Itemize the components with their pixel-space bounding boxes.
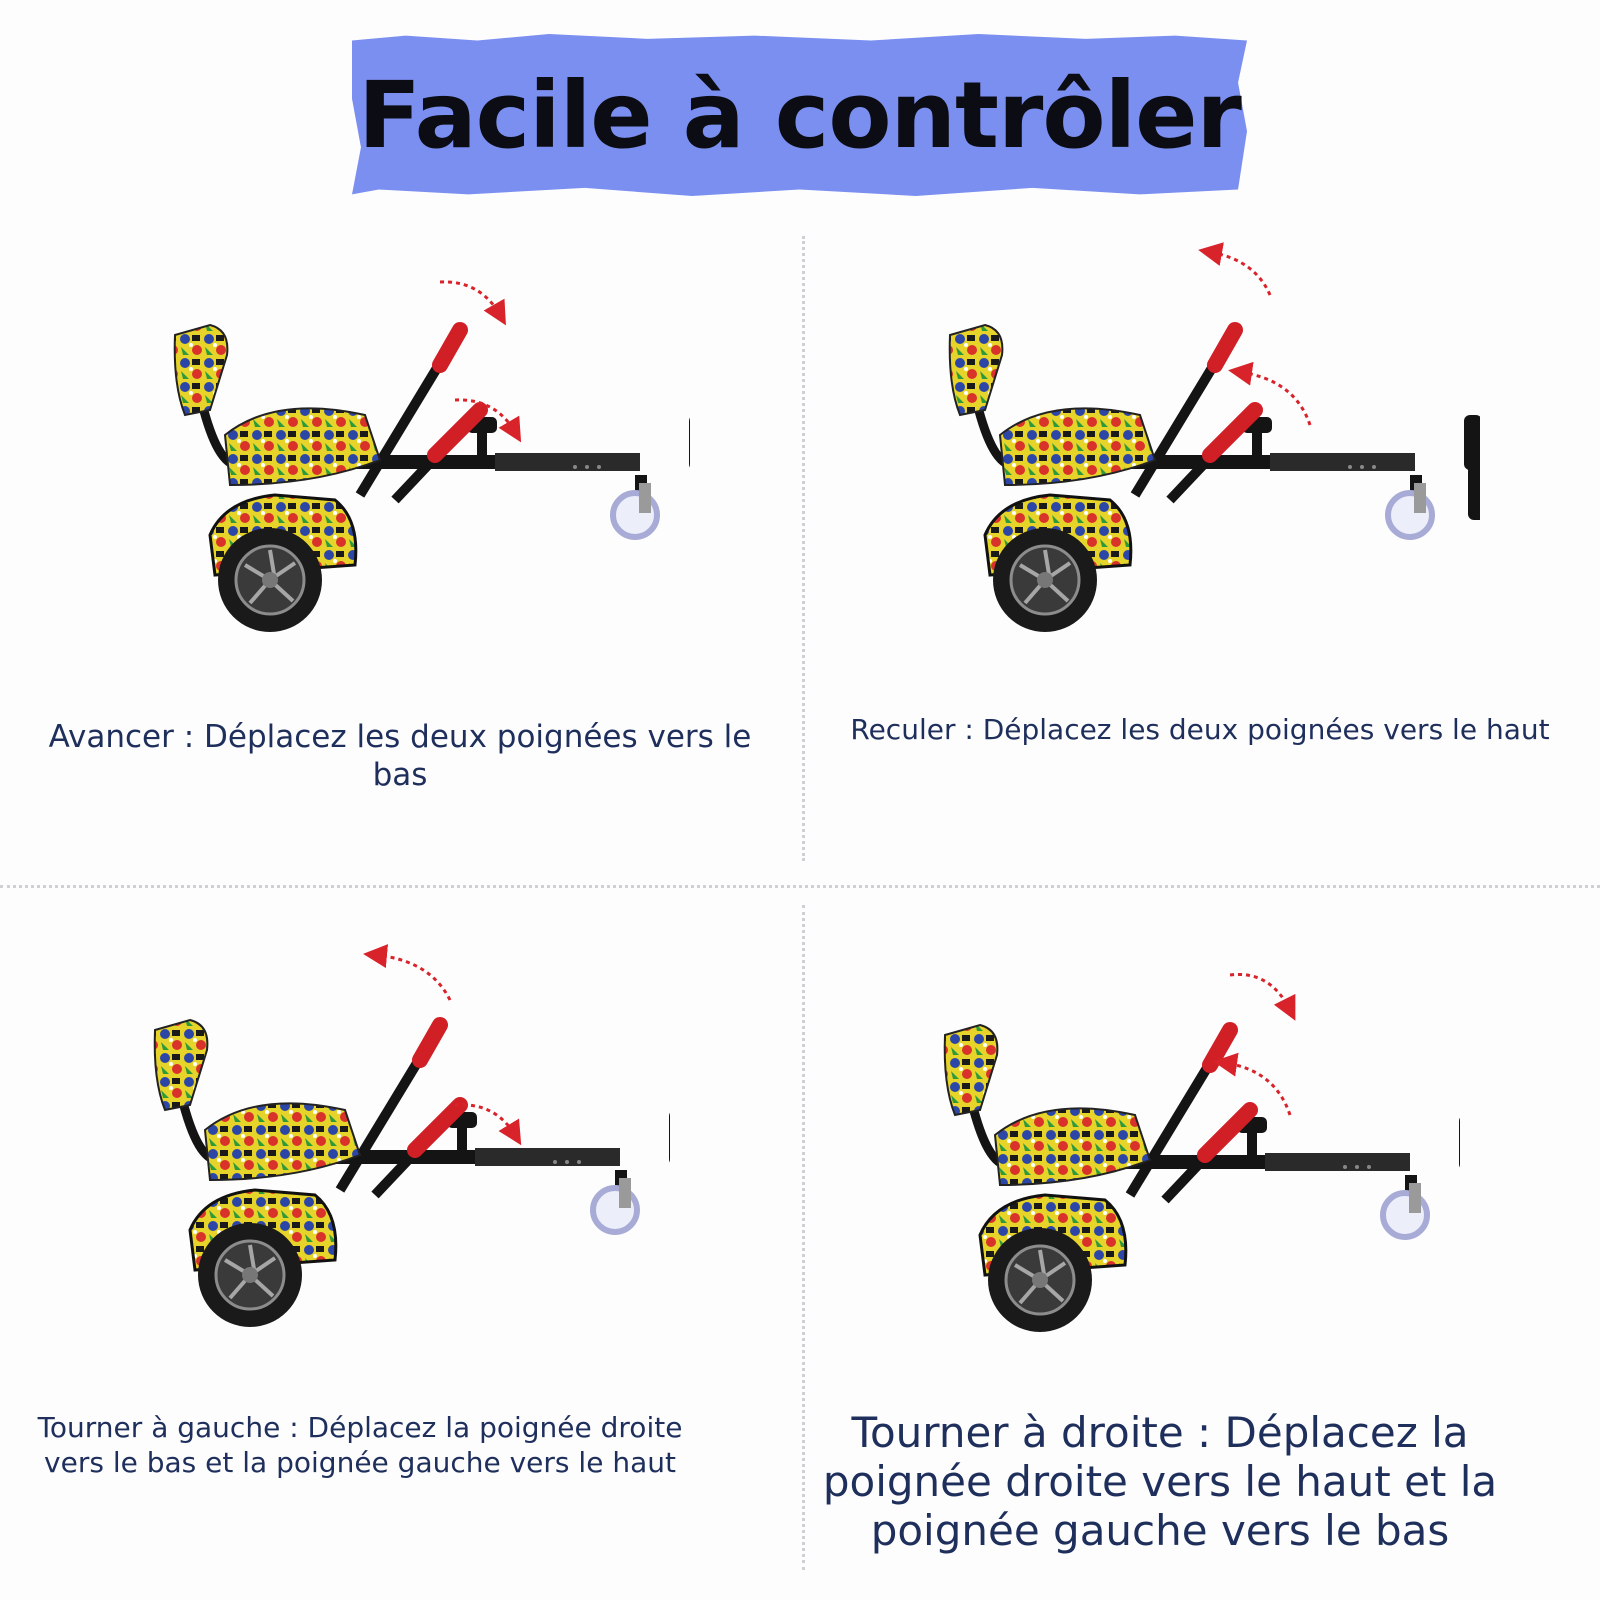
caption-backward: Reculer : Déplacez les deux poignées ver… bbox=[850, 713, 1550, 746]
horizontal-divider bbox=[0, 885, 1600, 888]
vertical-divider-bottom bbox=[802, 905, 805, 1570]
title-banner bbox=[352, 34, 1247, 196]
kart-illustration-backward bbox=[920, 242, 1480, 650]
page-title: Facile à contrôler bbox=[358, 61, 1242, 169]
caption-turn-left: Tourner à gauche : Déplacez la poignée d… bbox=[37, 1411, 683, 1479]
arrow-up-icon bbox=[1198, 242, 1272, 296]
arrow-down-icon bbox=[1229, 972, 1296, 1021]
caption-turn-right: Tourner à droite : Déplacez la poignée d… bbox=[822, 1408, 1498, 1555]
caption-forward: Avancer : Déplacez les deux poignées ver… bbox=[48, 719, 752, 793]
arrow-up-icon bbox=[1228, 361, 1312, 426]
arrow-down-icon bbox=[439, 280, 506, 326]
kart-illustration-turn-right bbox=[900, 972, 1460, 1345]
kart-illustration-turn-left bbox=[110, 944, 670, 1340]
arrow-down-icon bbox=[454, 398, 522, 443]
arrow-down-icon bbox=[454, 1103, 522, 1146]
arrow-up-icon bbox=[363, 944, 452, 1001]
vertical-divider-top bbox=[802, 236, 805, 861]
arrow-up-icon bbox=[1213, 1052, 1292, 1116]
kart-illustration-forward bbox=[130, 280, 690, 650]
